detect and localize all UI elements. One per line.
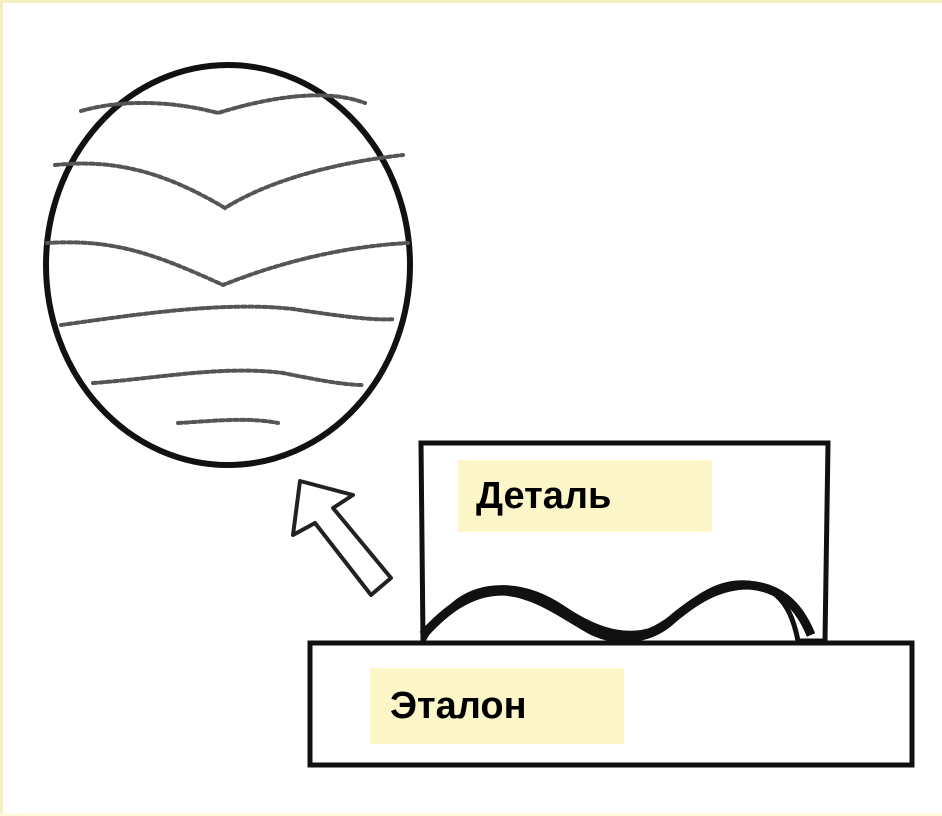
fringe-lens xyxy=(43,62,413,468)
fringe-3 xyxy=(45,240,410,288)
fringe-6 xyxy=(176,417,280,425)
fringe-1 xyxy=(79,93,367,116)
part-wavy-surface xyxy=(419,580,816,643)
reference-label-text: Эталон xyxy=(390,684,527,727)
interference-fringes xyxy=(45,93,410,425)
part-label-text: Деталь xyxy=(476,474,612,517)
fringe-2 xyxy=(53,153,405,211)
fringe-5 xyxy=(91,368,365,387)
fringe-4 xyxy=(59,304,397,327)
magnify-arrow xyxy=(291,479,393,597)
part-label: Деталь xyxy=(458,460,712,532)
lens-outline xyxy=(43,62,413,468)
reference-label: Эталон xyxy=(370,668,624,744)
